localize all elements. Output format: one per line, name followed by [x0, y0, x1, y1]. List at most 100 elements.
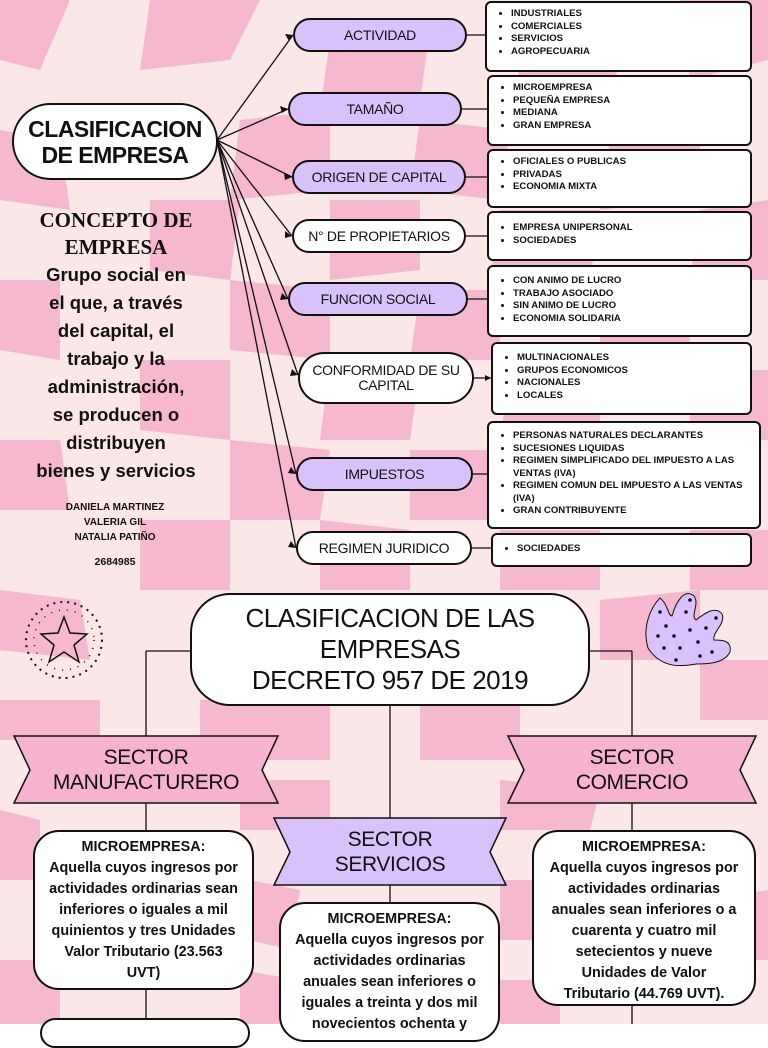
card-line: Aquella cuyos ingresos por	[295, 932, 484, 948]
category-impuestos: IMPUESTOS	[296, 457, 473, 491]
concept-line: del capital, el	[57, 320, 175, 341]
list-item: SUCESIONES LIQUIDAS	[513, 443, 753, 456]
card-line: Aquella cuyos ingresos por	[549, 860, 739, 876]
decree-title: CLASIFICACION DE LAS EMPRESAS DECRETO 95…	[190, 593, 590, 706]
decree-title-line2: EMPRESAS	[319, 634, 461, 664]
main-title: CLASIFICACION DE EMPRESA	[12, 103, 218, 180]
list-item: PRIVADAS	[513, 169, 744, 182]
list-item: REGIMEN SIMPLIFICADO DEL IMPUESTO A LAS …	[513, 455, 753, 480]
sector-line1: SECTOR	[103, 745, 189, 769]
concept-title-line1: CONCEPTO DE	[39, 208, 193, 232]
items-box-actividad: INDUSTRIALES COMERCIALES SERVICIOS AGROP…	[485, 1, 752, 72]
connector-lines	[145, 34, 633, 1024]
items-box-funcion-social: CON ANIMO DE LUCRO TRABAJO ASOCIADO SIN …	[487, 265, 752, 337]
card-heading: MICROEMPRESA:	[81, 839, 206, 855]
items-box-tamano: MICROEMPRESA PEQUEÑA EMPRESA MEDIANA GRA…	[487, 75, 752, 146]
concept-body: Grupo social en el que, a través del cap…	[20, 261, 212, 485]
card-line: Tributario (44.769 UVT).	[563, 986, 725, 1002]
list-item: GRAN EMPRESA	[513, 120, 744, 133]
card-line: setecientos y nueve	[575, 944, 713, 960]
concept-line: el que, a través	[49, 292, 183, 313]
list-item: SOCIEDADES	[513, 235, 744, 248]
card-line: cuarenta y cuatro mil	[571, 923, 717, 939]
sector-banner-servicios: SECTOR SERVICIOS	[290, 818, 490, 885]
main-title-line1: CLASIFICACION	[28, 115, 202, 142]
list-item: EMPRESA UNIPERSONAL	[513, 222, 744, 235]
sector-line1: SECTOR	[589, 745, 675, 769]
card-heading: MICROEMPRESA:	[327, 911, 452, 927]
list-item: GRUPOS ECONOMICOS	[517, 365, 744, 378]
list-item: ECONOMIA MIXTA	[513, 181, 744, 194]
category-label-line2: CAPITAL	[358, 377, 414, 393]
author-name: DANIELA MARTINEZ	[65, 502, 165, 513]
category-n-de-propietarios: N° DE PROPIETARIOS	[292, 219, 466, 253]
concept-title-line2: EMPRESA	[64, 235, 168, 259]
items-list: MICROEMPRESA PEQUEÑA EMPRESA MEDIANA GRA…	[499, 82, 744, 132]
decree-title-line1: CLASIFICACION DE LAS	[245, 603, 535, 633]
connector-arrowheads	[280, 34, 491, 548]
decree-title-line3: DECRETO 957 DE 2019	[251, 665, 529, 695]
category-origen-de-capital: ORIGEN DE CAPITAL	[292, 160, 466, 194]
items-list: SOCIEDADES	[503, 543, 744, 556]
card-line: Aquella cuyos ingresos por	[49, 860, 238, 876]
list-item: ECONOMIA SOLIDARIA	[513, 313, 744, 326]
card-line: actividades ordinarias	[568, 881, 720, 897]
card-line: quinientos y tres Unidades	[51, 923, 236, 939]
banner-shape-servicios	[272, 817, 508, 886]
category-label-line1: CONFORMIDAD DE SU	[312, 362, 460, 378]
category-label: ORIGEN DE CAPITAL	[311, 168, 447, 185]
items-box-origen-de-capital: OFICIALES O PUBLICAS PRIVADAS ECONOMIA M…	[487, 149, 752, 208]
list-item: REGIMEN COMUN DEL IMPUESTO A LAS VENTAS …	[513, 480, 753, 505]
card-manufacturero-next	[40, 1018, 250, 1048]
category-label: IMPUESTOS	[344, 465, 425, 482]
card-line: actividades ordinarias sean	[49, 881, 238, 897]
main-title-line2: DE EMPRESA	[41, 141, 189, 168]
concept-section: CONCEPTO DE EMPRESA Grupo social en el q…	[20, 207, 212, 485]
card-line: iguales a treinta y dos mil	[301, 995, 478, 1011]
list-item: AGROPECUARIA	[511, 46, 744, 59]
concept-line: se producen o	[52, 404, 180, 425]
list-item: SOCIEDADES	[517, 543, 744, 556]
list-item: GRAN CONTRIBUYENTE	[513, 505, 753, 518]
author-code: 2684985	[94, 556, 136, 568]
list-item: OFICIALES O PUBLICAS	[513, 156, 744, 169]
card-line: Unidades de Valor	[581, 965, 707, 981]
category-funcion-social: FUNCION SOCIAL	[288, 282, 468, 316]
list-item: MICROEMPRESA	[513, 82, 744, 95]
items-list: INDUSTRIALES COMERCIALES SERVICIOS AGROP…	[497, 8, 744, 58]
sector-banner-manufacturero: SECTOR MANUFACTURERO	[30, 736, 262, 803]
items-list: PERSONAS NATURALES DECLARANTES SUCESIONE…	[499, 430, 753, 518]
concept-line: administración,	[47, 376, 185, 397]
category-label: ACTIVIDAD	[344, 26, 416, 43]
list-item: INDUSTRIALES	[511, 8, 744, 21]
items-list: CON ANIMO DE LUCRO TRABAJO ASOCIADO SIN …	[499, 275, 744, 325]
card-line: UVT)	[126, 965, 161, 981]
list-item: COMERCIALES	[511, 21, 744, 34]
concept-line: trabajo y la	[67, 348, 165, 369]
author-name: NATALIA PATIÑO	[74, 532, 156, 543]
category-tamano: TAMAÑO	[288, 92, 462, 126]
category-regimen-juridico: REGIMEN JURIDICO	[296, 531, 472, 565]
card-line: anuales sean inferiores o	[303, 974, 476, 990]
list-item: PEQUEÑA EMPRESA	[513, 95, 744, 108]
list-item: SERVICIOS	[511, 33, 744, 46]
card-line: anuales sean inferiores o a	[551, 902, 737, 918]
card-servicios: MICROEMPRESA: Aquella cuyos ingresos por…	[279, 902, 500, 1042]
sector-line1: SECTOR	[347, 827, 433, 851]
card-line: inferiores o iguales a mil	[59, 902, 228, 918]
card-manufacturero: MICROEMPRESA: Aquella cuyos ingresos por…	[33, 830, 254, 990]
card-comercio: MICROEMPRESA: Aquella cuyos ingresos por…	[532, 830, 756, 1006]
sector-line2: MANUFACTURERO	[52, 770, 240, 794]
concept-line: bienes y servicios	[36, 460, 196, 481]
star-doodle-icon	[25, 601, 103, 679]
banner-shape-comercio	[506, 735, 758, 804]
list-item: LOCALES	[517, 390, 744, 403]
card-heading: MICROEMPRESA:	[582, 839, 706, 855]
sector-line2: SERVICIOS	[334, 852, 446, 876]
list-item: MULTINACIONALES	[517, 352, 744, 365]
items-list: EMPRESA UNIPERSONAL SOCIEDADES	[499, 222, 744, 247]
concept-line: distribuyen	[66, 432, 166, 453]
concept-line: Grupo social en	[46, 264, 186, 285]
category-conformidad-de-su-capital: CONFORMIDAD DE SU CAPITAL	[298, 352, 474, 404]
list-item: CON ANIMO DE LUCRO	[513, 275, 744, 288]
